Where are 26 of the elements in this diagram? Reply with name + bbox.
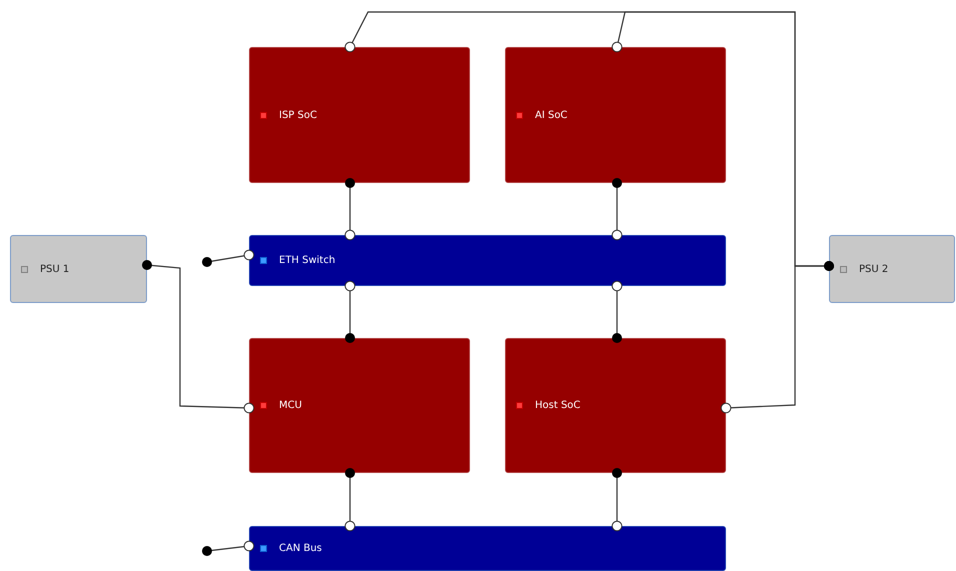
module-box — [505, 338, 726, 473]
module-box — [505, 47, 726, 183]
power-supply-box — [829, 235, 955, 303]
module-box — [249, 338, 470, 473]
node-label: PSU 1 — [40, 264, 70, 274]
node-label: ISP SoC — [279, 110, 317, 120]
node-label: MCU — [279, 400, 302, 411]
bus-bar — [249, 235, 726, 286]
bus-bar — [249, 526, 726, 571]
node-label: ETH Switch — [279, 255, 336, 266]
connector — [612, 178, 622, 240]
power-supply-box — [10, 235, 147, 303]
connector — [344, 178, 356, 240]
connector — [612, 280, 622, 343]
connector — [344, 468, 356, 532]
connector — [202, 250, 254, 267]
connector — [142, 260, 254, 414]
connector — [612, 468, 622, 532]
connector — [720, 261, 834, 414]
node-label: CAN Bus — [279, 543, 322, 554]
node-label: Host SoC — [535, 400, 580, 411]
node-label: PSU 2 — [859, 264, 888, 274]
module-box — [249, 47, 470, 183]
connector — [202, 540, 254, 556]
connector — [344, 280, 356, 343]
node-label: AI SoC — [535, 110, 568, 120]
